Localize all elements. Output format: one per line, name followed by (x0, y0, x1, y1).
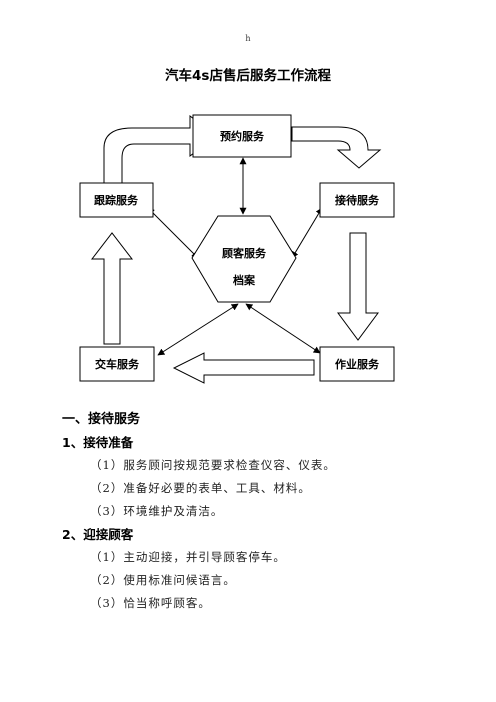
down-arrow-reception-to-operation (337, 232, 379, 341)
list-item: （2）准备好必要的表单、工具、材料。 (90, 481, 311, 495)
curved-arrow-reservation-to-reception (291, 126, 382, 169)
list-item: （1）主动迎接，并引导顾客停车。 (90, 550, 286, 564)
document-title: 汽车4s店售后服务工作流程 (165, 68, 331, 84)
list-item: （2）使用标准问候语言。 (90, 573, 236, 587)
service-flow-diagram: 预约服务 跟踪服务 接待服务 交车服务 作业服务 顾客服务 档案 (79, 114, 395, 384)
node-delivery (79, 346, 155, 382)
node-reception-label: 接待服务 (335, 193, 380, 207)
connector-reception-archive (291, 207, 323, 259)
node-customer-archive (191, 215, 297, 303)
left-arrow-operation-to-delivery (172, 352, 315, 384)
list-item: （1）服务顾问按规范要求检查仪容、仪表。 (90, 458, 336, 472)
node-followup (79, 182, 154, 218)
document-body: 一、接待服务 1、接待准备 （1）服务顾问按规范要求检查仪容、仪表。 （2）准备… (62, 408, 482, 615)
node-customer-archive-label-2: 档案 (233, 273, 256, 287)
node-operation (319, 346, 395, 382)
page-mark: h (245, 34, 251, 43)
up-arrow-delivery-to-followup (90, 232, 134, 345)
connector-followup-archive (147, 207, 199, 259)
node-delivery-label: 交车服务 (95, 357, 140, 371)
connector-delivery-archive (157, 303, 239, 356)
list-item: （3）环境维护及清洁。 (90, 504, 224, 518)
list-item: （3）恰当称呼顾客。 (90, 596, 211, 610)
node-reception (319, 182, 395, 218)
node-reservation-label: 预约服务 (220, 129, 265, 143)
node-operation-label: 作业服务 (335, 357, 380, 371)
section-heading: 一、接待服务 (62, 412, 141, 427)
connector-operation-archive (245, 303, 321, 354)
subsection-heading: 2、迎接顾客 (62, 527, 134, 542)
node-reservation (192, 114, 292, 158)
subsection-heading: 1、接待准备 (62, 435, 134, 450)
node-followup-label: 跟踪服务 (94, 193, 139, 207)
node-customer-archive-label-1: 顾客服务 (222, 246, 267, 260)
